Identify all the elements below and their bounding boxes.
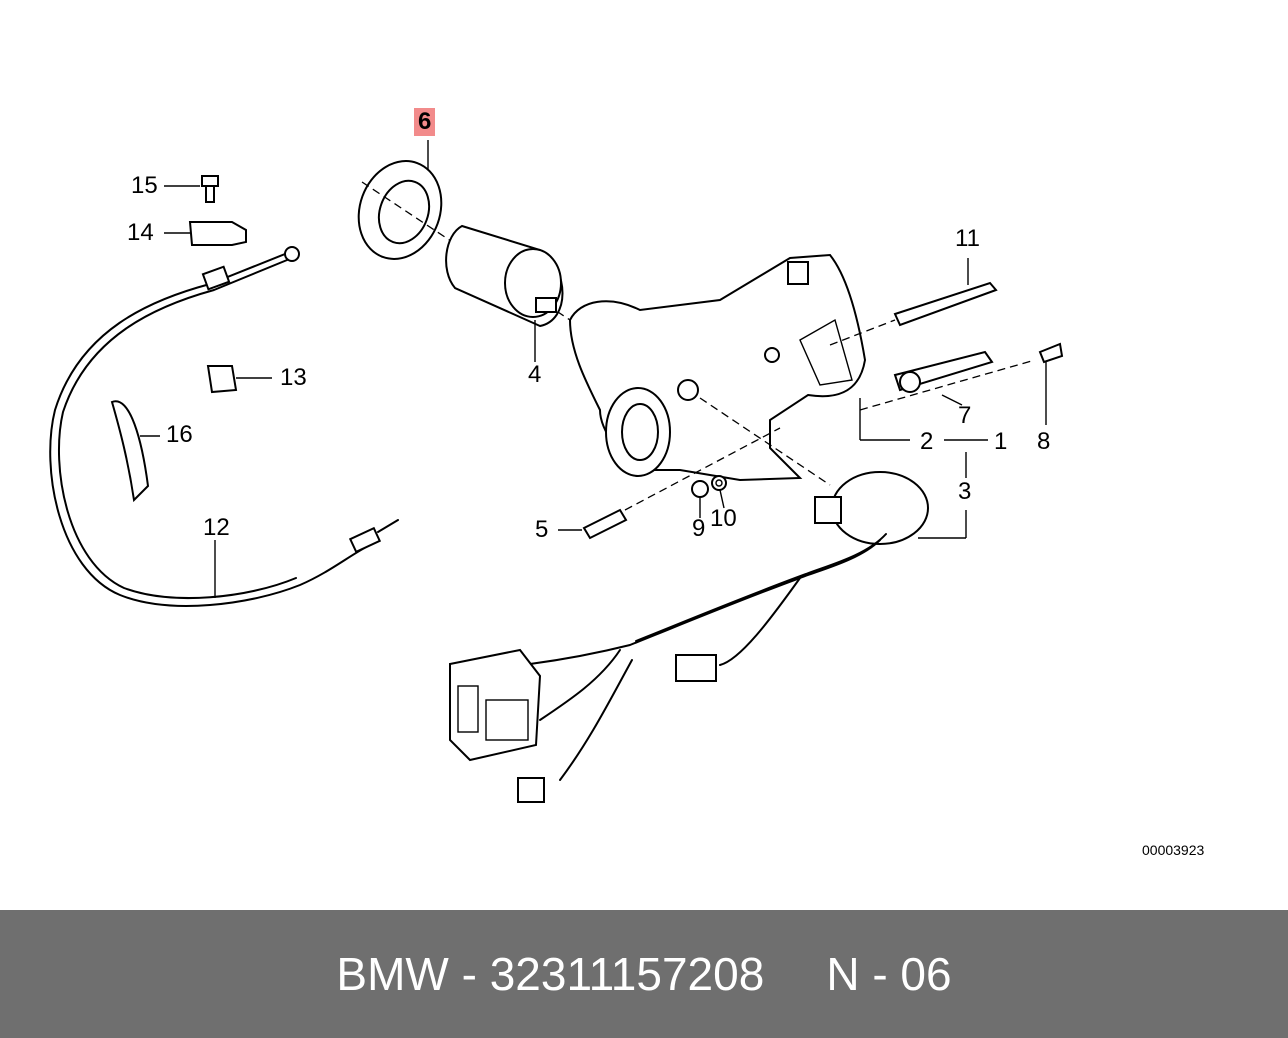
callout-4: 4 [528, 361, 542, 388]
diagram-position: N - 06 [826, 948, 952, 1000]
callout-12: 12 [203, 514, 230, 541]
multi-pin-plug [449, 648, 542, 762]
bowden-cable [49, 246, 399, 607]
brand-label: BMW [336, 948, 449, 1000]
footer-bar: BMW - 32311157208 N - 06 [0, 910, 1288, 1038]
callout-15: 15 [131, 172, 158, 199]
shear-bolt [859, 350, 1036, 411]
callout-7: 7 [958, 402, 972, 429]
bolt [164, 175, 219, 203]
bolt-small [558, 427, 781, 540]
callout-1: 1 [994, 428, 1008, 455]
callout-3: 3 [958, 478, 972, 505]
callout-13: 13 [280, 364, 307, 391]
nut [691, 480, 709, 518]
ignition-lock-housing [568, 253, 988, 486]
lock-cylinder [445, 224, 564, 362]
callout-14: 14 [127, 219, 154, 246]
callout-6: 6 [414, 108, 436, 136]
screw [1038, 342, 1064, 425]
washer [711, 475, 727, 509]
callout-8: 8 [1037, 428, 1051, 455]
callout-10: 10 [710, 505, 737, 532]
cable-clip [206, 365, 272, 394]
footer-separator: - [448, 948, 490, 1000]
switch-connector [814, 452, 967, 545]
pin [829, 258, 998, 346]
guide [110, 400, 160, 503]
clamp [164, 221, 247, 246]
callout-16: 16 [166, 421, 193, 448]
callout-5: 5 [535, 516, 549, 543]
callout-11: 11 [955, 225, 980, 252]
wiring-harness [517, 533, 887, 803]
parts-diagram: 1 2 3 4 5 6 7 8 9 10 11 12 13 14 15 16 0… [49, 108, 1205, 858]
callout-2: 2 [920, 428, 934, 455]
diagram-reference-code: 00003923 [1142, 842, 1205, 858]
trim-ring [357, 140, 571, 321]
exploded-view-drawing [49, 140, 1064, 803]
part-number: 32311157208 [489, 948, 765, 1000]
callout-9: 9 [692, 515, 706, 542]
